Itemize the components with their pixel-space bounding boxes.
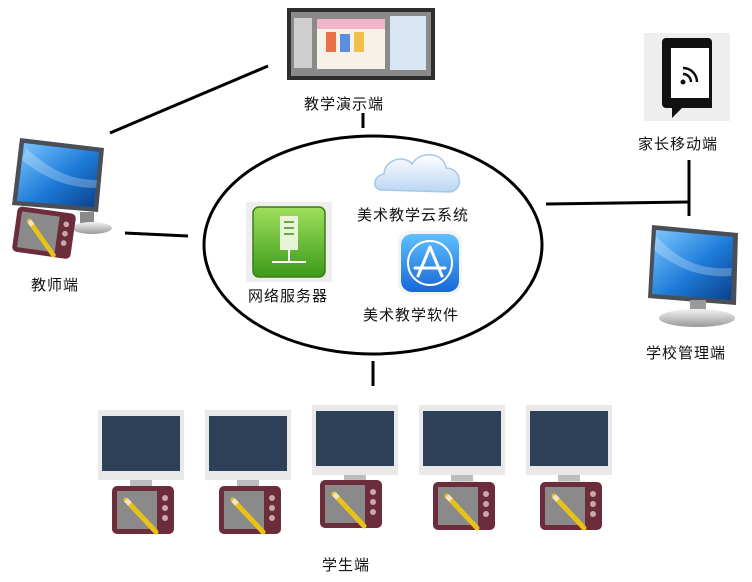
- parent-mobile-label: 家长移动端: [638, 135, 719, 153]
- teacher-label: 教师端: [31, 276, 80, 294]
- connection-lines: [109, 64, 691, 386]
- cloud-system-label: 美术教学云系统: [357, 206, 470, 224]
- school-monitor-icon: [648, 225, 738, 327]
- software-label: 美术教学软件: [363, 306, 460, 324]
- classroom-display-icon: [287, 8, 435, 80]
- server-icon: [246, 202, 332, 282]
- cloud-icon: [374, 154, 460, 193]
- teacher-monitor-icon: [12, 138, 112, 259]
- smartphone-icon: [644, 33, 730, 121]
- art-software-icon: [398, 231, 462, 295]
- teaching-display-label: 教学演示端: [304, 95, 385, 113]
- server-label: 网络服务器: [248, 287, 329, 305]
- students-label: 学生端: [322, 556, 371, 574]
- student-computers: [98, 405, 612, 534]
- cloud-system-boundary: [202, 134, 544, 356]
- school-admin-label: 学校管理端: [646, 344, 727, 362]
